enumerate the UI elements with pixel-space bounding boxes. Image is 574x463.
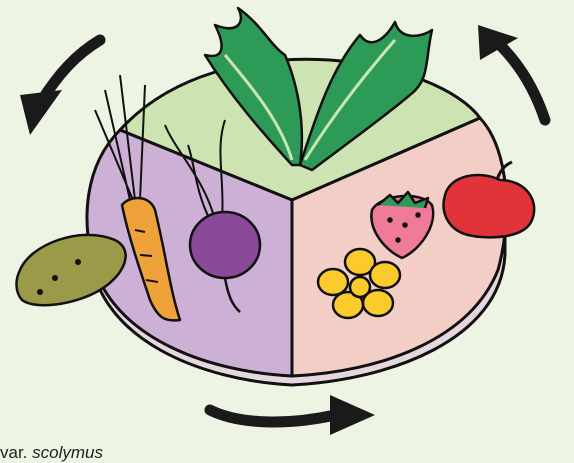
arrow-top-left bbox=[42, 40, 100, 100]
arrowhead-top-left bbox=[20, 90, 62, 135]
caption-prefix: var. bbox=[0, 443, 27, 462]
caption-species: scolymus bbox=[32, 443, 103, 462]
caption: var. scolymus bbox=[0, 443, 103, 463]
arrowhead-bottom bbox=[330, 395, 375, 435]
arrow-top-right bbox=[500, 45, 545, 120]
arrow-bottom bbox=[210, 410, 335, 422]
